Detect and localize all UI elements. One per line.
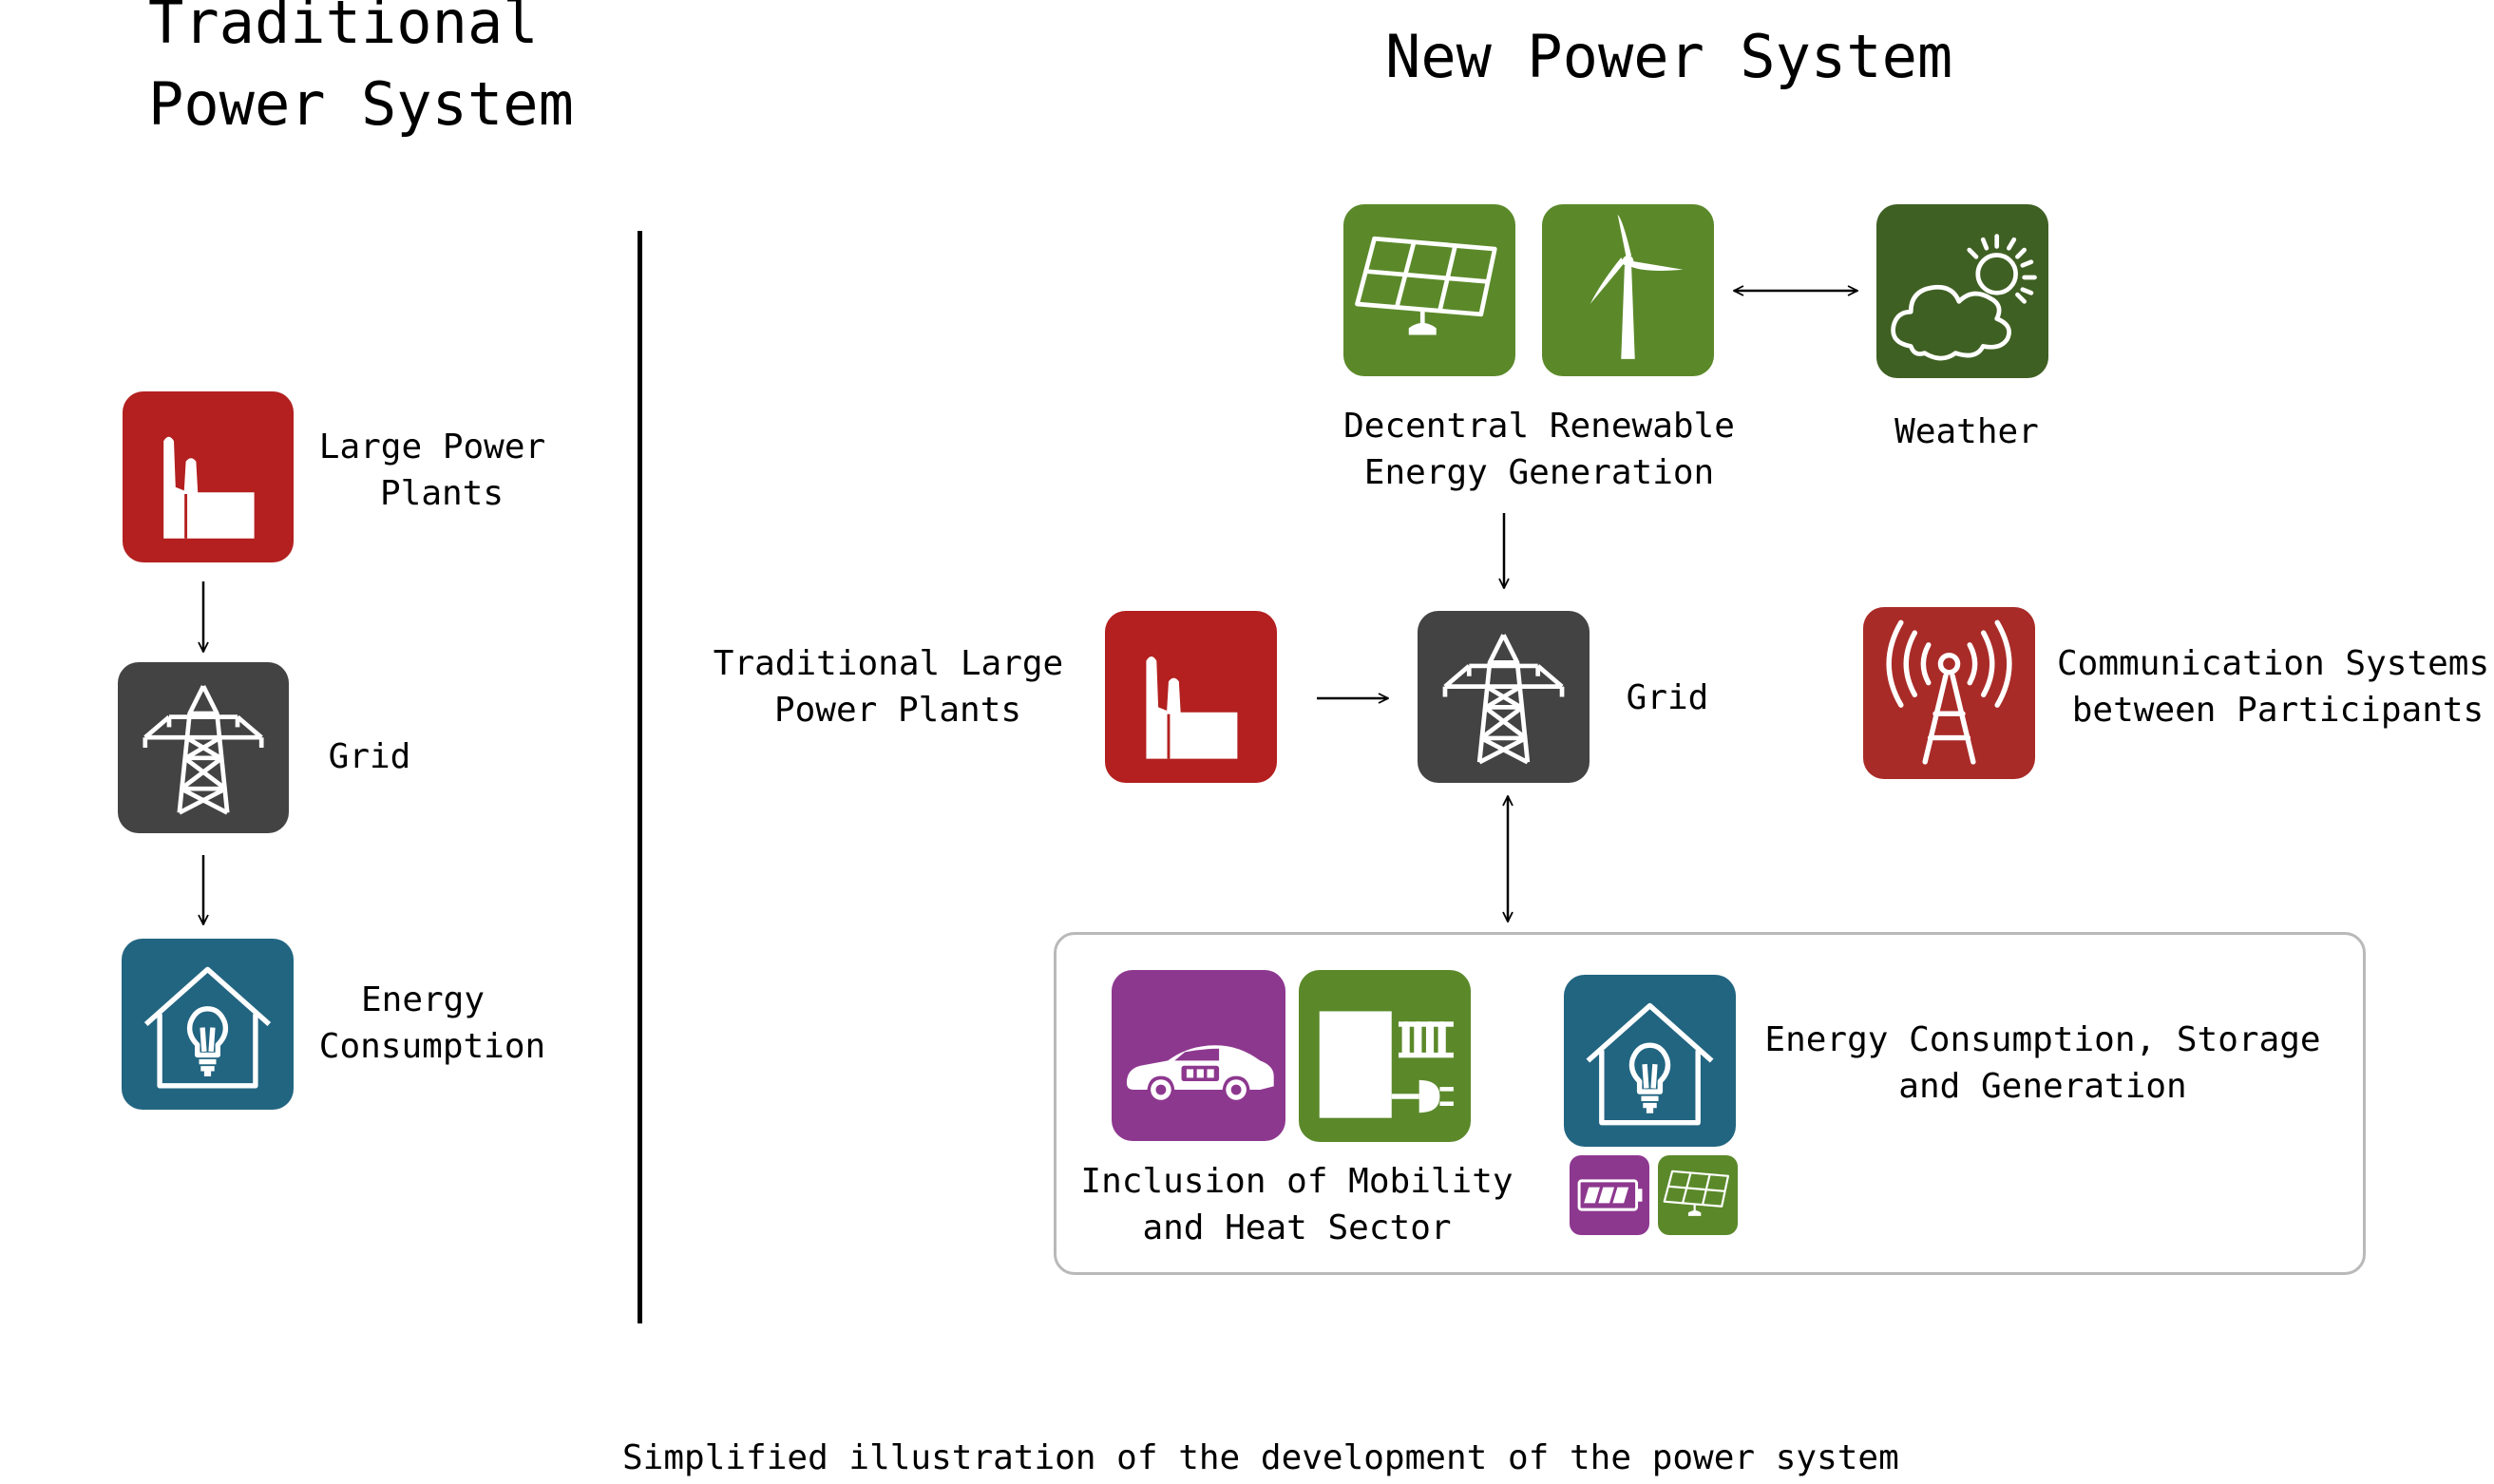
large-power-plants-tile (123, 391, 294, 562)
prosumer-group-box (1054, 932, 2366, 1275)
solar-tile (1343, 204, 1515, 376)
wind-turbine-icon (1542, 204, 1714, 376)
new-system-title: New Power System (1385, 22, 1953, 91)
cloud-sun-icon (1876, 204, 2048, 378)
traditional-plants-label-line2: Power Plants (773, 691, 1022, 730)
weather-tile (1876, 204, 2048, 378)
mobility-heat-label-line2: and Heat Sector (1142, 1208, 1452, 1247)
grid-label-right: Grid (1626, 678, 1709, 717)
solar-panel-icon (1343, 204, 1515, 376)
renewables-label-line1: Decentral Renewable (1343, 407, 1735, 446)
traditional-plants-label-line1: Traditional Large (713, 644, 1064, 683)
factory-icon (123, 391, 294, 562)
antenna-tower-icon (1863, 607, 2035, 779)
weather-label: Weather (1894, 412, 2039, 451)
renewables-label-line2: Energy Generation (1363, 453, 1715, 492)
small-solar-tile (1658, 1155, 1738, 1235)
prosumer-house-tile (1564, 975, 1736, 1147)
grid-label-left: Grid (328, 737, 411, 776)
wind-tile (1542, 204, 1714, 376)
mobility-heat-label-line1: Inclusion of Mobility (1080, 1162, 1514, 1201)
heat-sector-tile (1299, 970, 1471, 1142)
electric-car-icon (1112, 970, 1285, 1141)
grid-tile-left (118, 662, 289, 833)
energy-consumption-label-line1: Energy (360, 980, 485, 1019)
battery-icon (1570, 1155, 1649, 1235)
traditional-plants-tile (1105, 611, 1277, 783)
battery-tile (1570, 1155, 1649, 1235)
heat-pump-radiator-icon (1299, 970, 1471, 1142)
power-pylon-icon (1418, 611, 1590, 783)
figure-caption: Simplified illustration of the developme… (622, 1438, 1899, 1477)
traditional-title-line1: Traditional (148, 0, 539, 57)
communication-label-line2: between Participants (2071, 691, 2484, 730)
consumption-storage-label-line1: Energy Consumption, Storage (1764, 1020, 2321, 1059)
mobility-tile (1112, 970, 1285, 1141)
energy-consumption-tile (122, 939, 294, 1110)
factory-icon (1105, 611, 1277, 783)
communication-tile (1863, 607, 2035, 779)
communication-label-line1: Communication Systems (2057, 644, 2490, 683)
consumption-storage-label-line2: and Generation (1898, 1067, 2187, 1106)
traditional-title-line2: Power System (148, 69, 574, 139)
large-power-plants-label-line2: Plants (379, 474, 505, 513)
house-lightbulb-icon (122, 939, 294, 1110)
section-divider (638, 231, 642, 1323)
solar-panel-icon (1658, 1155, 1738, 1235)
large-power-plants-label-line1: Large Power (318, 428, 546, 466)
power-pylon-icon (118, 662, 289, 833)
house-lightbulb-icon (1564, 975, 1736, 1147)
energy-consumption-label-line2: Consumption (318, 1027, 546, 1066)
grid-tile-right (1418, 611, 1590, 783)
